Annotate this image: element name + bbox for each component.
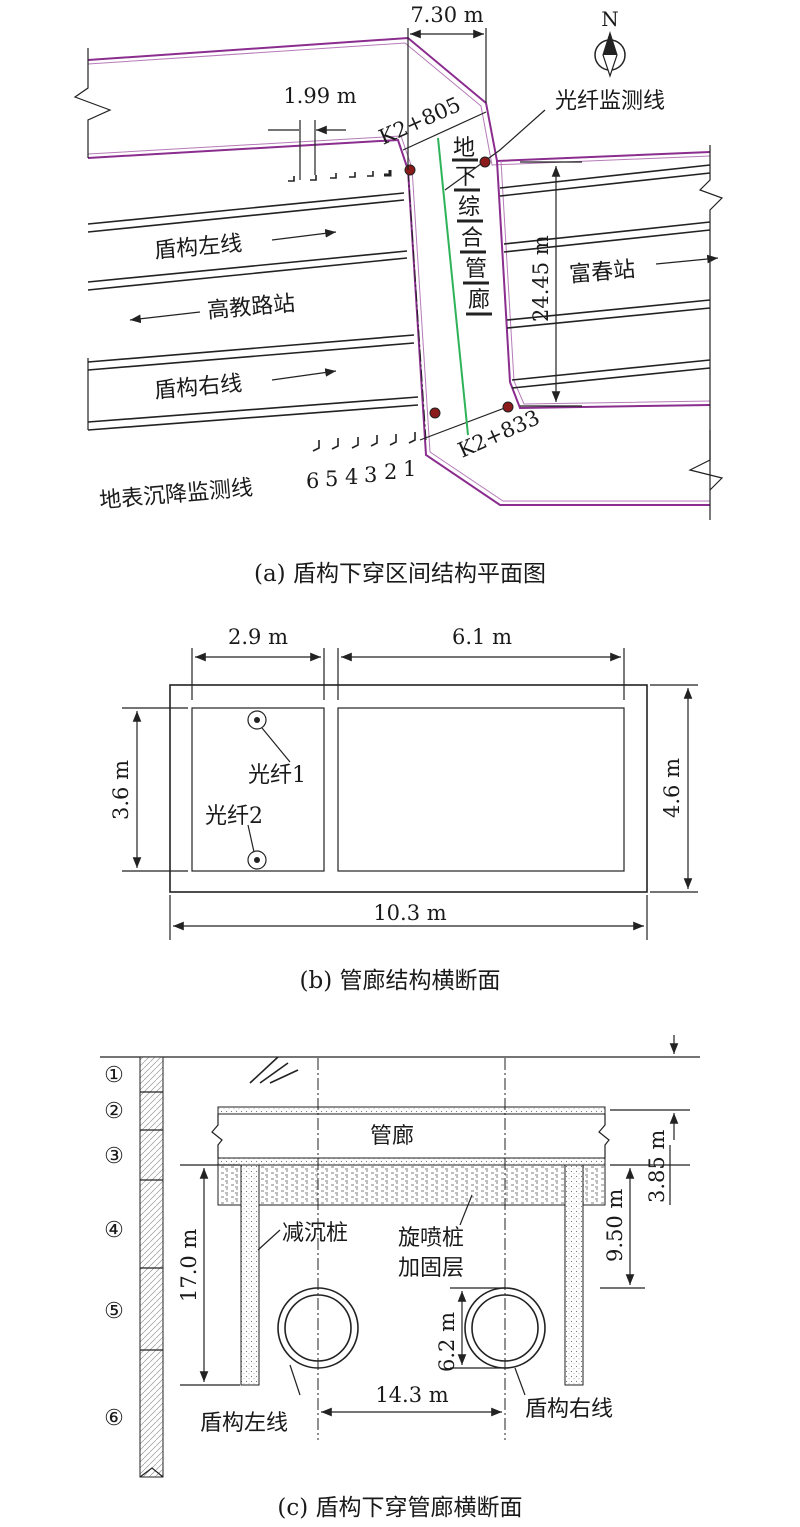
borehole-column bbox=[139, 1056, 164, 1478]
dim-length-label: 24.45 m bbox=[529, 235, 553, 322]
dim-pile-length: 17.0 m bbox=[177, 1229, 201, 1302]
ground-hatch-icon bbox=[249, 1056, 299, 1084]
right-tunnel-label: 盾构右线 bbox=[153, 371, 243, 404]
chainage-end-label: K2+833 bbox=[454, 405, 543, 462]
dim-outer-height: 4.6 m bbox=[660, 758, 684, 818]
jet-label-1: 旋喷桩 bbox=[398, 1226, 464, 1251]
dim-small-label: 1.99 m bbox=[283, 84, 356, 108]
corridor-label-c: 管廊 bbox=[370, 1124, 414, 1149]
dim-depth: 9.50 m bbox=[603, 1189, 627, 1262]
panel-b-cross-section: 光纤1 光纤2 2.9 m 6.1 m 3.6 m 4.6 m 10.3 m (… bbox=[109, 625, 698, 994]
svg-text:管: 管 bbox=[465, 257, 487, 282]
svg-text:6: 6 bbox=[306, 469, 319, 493]
structure-outline-right bbox=[496, 160, 711, 410]
right-tunnel-north-wall bbox=[87, 334, 415, 371]
tunnel-left-icon bbox=[277, 1287, 359, 1369]
svg-text:2: 2 bbox=[384, 460, 397, 484]
dim-right-width: 6.1 m bbox=[452, 625, 512, 649]
left-tunnel-north-wall bbox=[87, 192, 405, 233]
svg-text:合: 合 bbox=[461, 226, 483, 251]
svg-text:4: 4 bbox=[345, 465, 358, 489]
chainage-line-end bbox=[419, 405, 511, 441]
left-tunnel-south-wall bbox=[87, 250, 408, 291]
jet-label-2: 加固层 bbox=[398, 1256, 464, 1281]
monitor-point-se bbox=[502, 401, 514, 413]
panel-a-plan-view: 7.30 m 1.99 m K2+805 K2+833 N 光纤监测线 地 下 … bbox=[73, 3, 724, 587]
dim-total-width: 10.3 m bbox=[373, 901, 446, 925]
monitor-point-ne bbox=[479, 156, 491, 168]
settlement-numbers: 6 5 4 3 2 1 bbox=[306, 457, 416, 493]
monitor-point-nw bbox=[404, 164, 416, 176]
svg-text:④: ④ bbox=[104, 1218, 124, 1243]
svg-text:⑤: ⑤ bbox=[104, 1299, 124, 1324]
svg-text:1: 1 bbox=[403, 457, 416, 481]
svg-text:5: 5 bbox=[325, 467, 338, 491]
svg-text:廊: 廊 bbox=[468, 288, 490, 313]
panel-c-section: ① ② ③ ④ ⑤ ⑥ 管廊 减沉桩 旋喷桩 bbox=[100, 1035, 700, 1521]
north-label: N bbox=[601, 7, 619, 31]
svg-text:⑥: ⑥ bbox=[104, 1406, 124, 1431]
chainage-start-label: K2+805 bbox=[375, 92, 464, 149]
fiber-2-icon bbox=[247, 850, 267, 870]
fiber-line-label: 光纤监测线 bbox=[555, 89, 665, 114]
panel-c-caption: (c) 盾构下穿管廊横断面 bbox=[277, 1495, 522, 1521]
chainage-line-start bbox=[402, 111, 487, 151]
station-west-label: 高教路站 bbox=[206, 291, 296, 324]
svg-text:②: ② bbox=[104, 1099, 124, 1124]
settlement-ticks-bottom bbox=[312, 432, 416, 452]
break-mark-left bbox=[73, 48, 112, 158]
north-arrow-icon: N bbox=[594, 7, 626, 78]
svg-text:③: ③ bbox=[104, 1144, 124, 1169]
panel-a-caption: (a) 盾构下穿区间结构平面图 bbox=[254, 561, 546, 587]
corridor-cell-right bbox=[337, 707, 625, 872]
svg-text:①: ① bbox=[104, 1063, 124, 1088]
dim-left-width: 2.9 m bbox=[228, 625, 288, 649]
dim-diameter: 6.2 m bbox=[435, 1312, 459, 1372]
dim-inner-height: 3.6 m bbox=[109, 760, 133, 820]
soil-layer-labels: ① ② ③ ④ ⑤ ⑥ bbox=[104, 1063, 124, 1431]
left-tunnel-label: 盾构左线 bbox=[153, 231, 243, 264]
monitor-point-sw bbox=[429, 407, 441, 419]
dim-top-depth: 3.85 m bbox=[645, 1130, 669, 1203]
dim-spacing: 14.3 m bbox=[375, 1383, 448, 1407]
fiber-1-icon bbox=[247, 710, 267, 730]
jet-grout-layer bbox=[217, 1164, 606, 1206]
panel-b-caption: (b) 管廊结构横断面 bbox=[300, 968, 501, 994]
right-tunnel-label-c: 盾构右线 bbox=[525, 1397, 613, 1422]
corridor-outer-box bbox=[169, 684, 648, 893]
dim-top-label: 7.30 m bbox=[410, 3, 483, 27]
station-east-label: 富春站 bbox=[568, 257, 636, 288]
settlement-ticks-top bbox=[288, 170, 392, 182]
corridor-label: 地 下 综 合 管 廊 bbox=[452, 136, 492, 316]
svg-text:地: 地 bbox=[453, 136, 475, 161]
pile-right bbox=[564, 1164, 584, 1386]
pile-label: 减沉桩 bbox=[282, 1221, 348, 1246]
structure-outline-left bbox=[87, 138, 710, 506]
svg-text:下: 下 bbox=[455, 165, 477, 190]
fiber-1-label: 光纤1 bbox=[248, 763, 306, 788]
fiber-2-label: 光纤2 bbox=[205, 804, 263, 829]
right-tunnel-south-wall bbox=[87, 396, 419, 431]
pile-left bbox=[240, 1164, 260, 1386]
left-tunnel-label-c: 盾构左线 bbox=[200, 1411, 288, 1436]
settlement-line-label: 地表沉降监测线 bbox=[98, 476, 254, 514]
fiber-monitoring-line bbox=[437, 137, 469, 436]
fiber-leader-line bbox=[444, 109, 546, 191]
svg-text:3: 3 bbox=[364, 463, 377, 487]
corridor-cell-left bbox=[191, 707, 325, 872]
svg-text:综: 综 bbox=[458, 195, 480, 220]
